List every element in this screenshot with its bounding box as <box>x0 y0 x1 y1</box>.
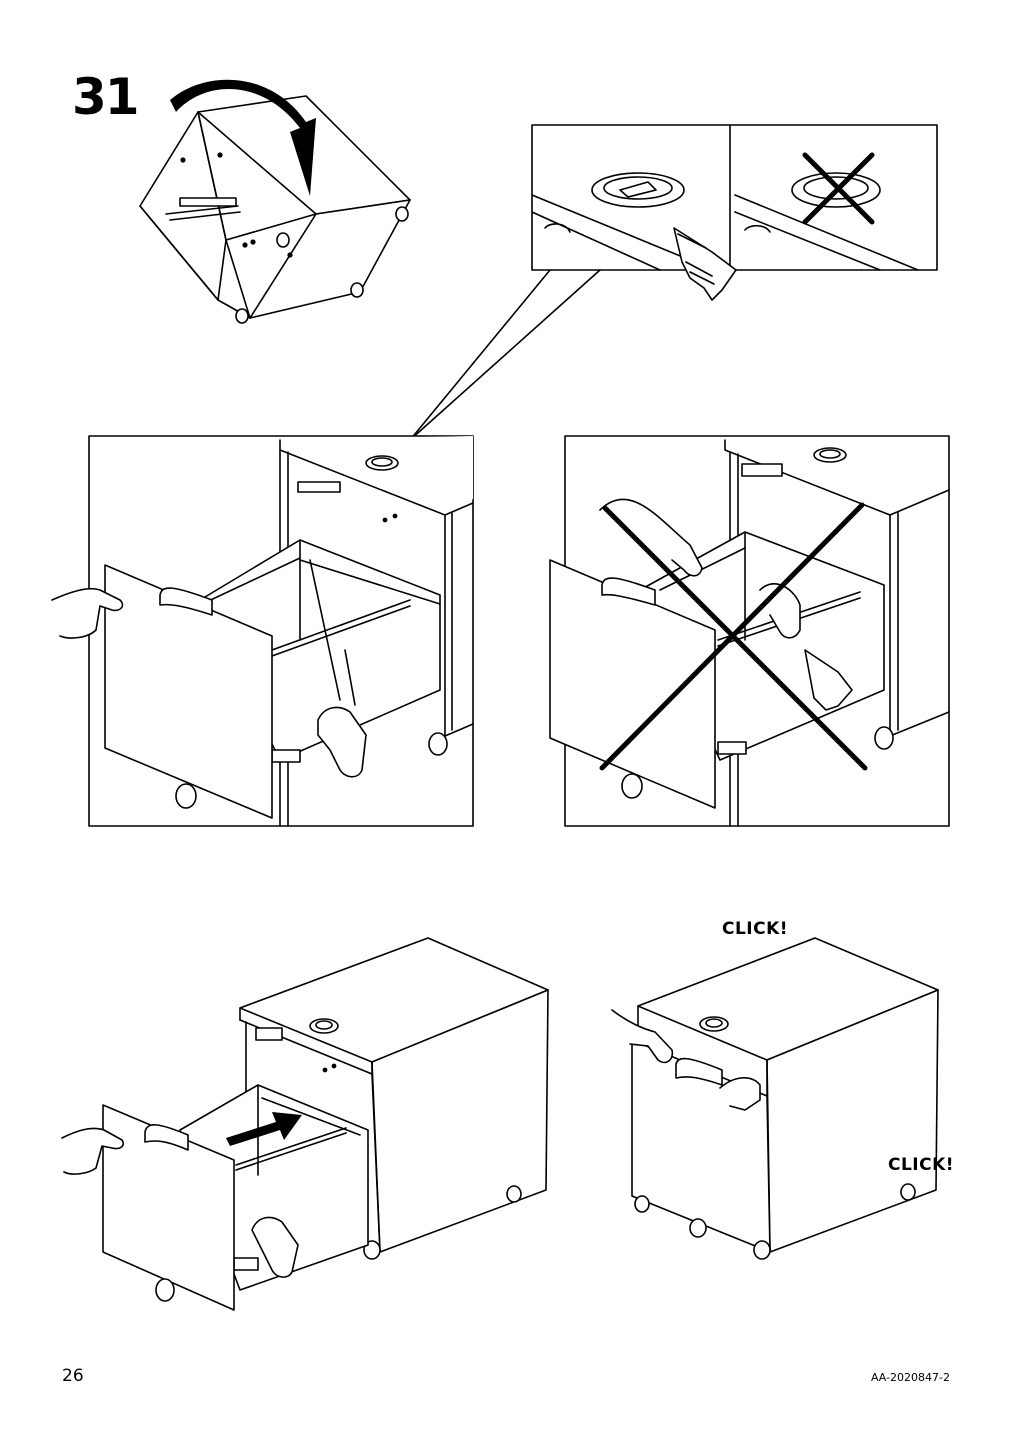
cross-mark-icon <box>599 502 868 771</box>
pointing-hand-icon <box>673 227 737 301</box>
drawer-insert <box>61 937 549 1311</box>
drawer-removal-correct <box>51 435 474 827</box>
drawer-closed <box>611 937 939 1260</box>
step-number: 31 <box>72 68 140 126</box>
rail-detail-correct <box>531 172 737 301</box>
hand-icon <box>599 498 703 577</box>
page-number: 26 <box>62 1366 84 1386</box>
curved-arrow-icon <box>170 79 316 196</box>
hand-icon <box>61 1127 125 1175</box>
cross-mark-icon <box>802 152 875 225</box>
click-callout-top: CLICK! <box>722 919 789 939</box>
rail-detail-incorrect <box>734 152 919 271</box>
drawer-removal-incorrect <box>549 435 950 827</box>
hand-icon <box>51 587 124 639</box>
rail-detail-box <box>409 124 938 441</box>
push-arrow-icon <box>226 1112 302 1146</box>
click-callout-side: CLICK! <box>888 1155 955 1175</box>
document-code: AA-2020847-2 <box>870 1371 950 1384</box>
hand-icon <box>611 1009 674 1064</box>
cabinet-tilt-illustration <box>139 79 411 324</box>
